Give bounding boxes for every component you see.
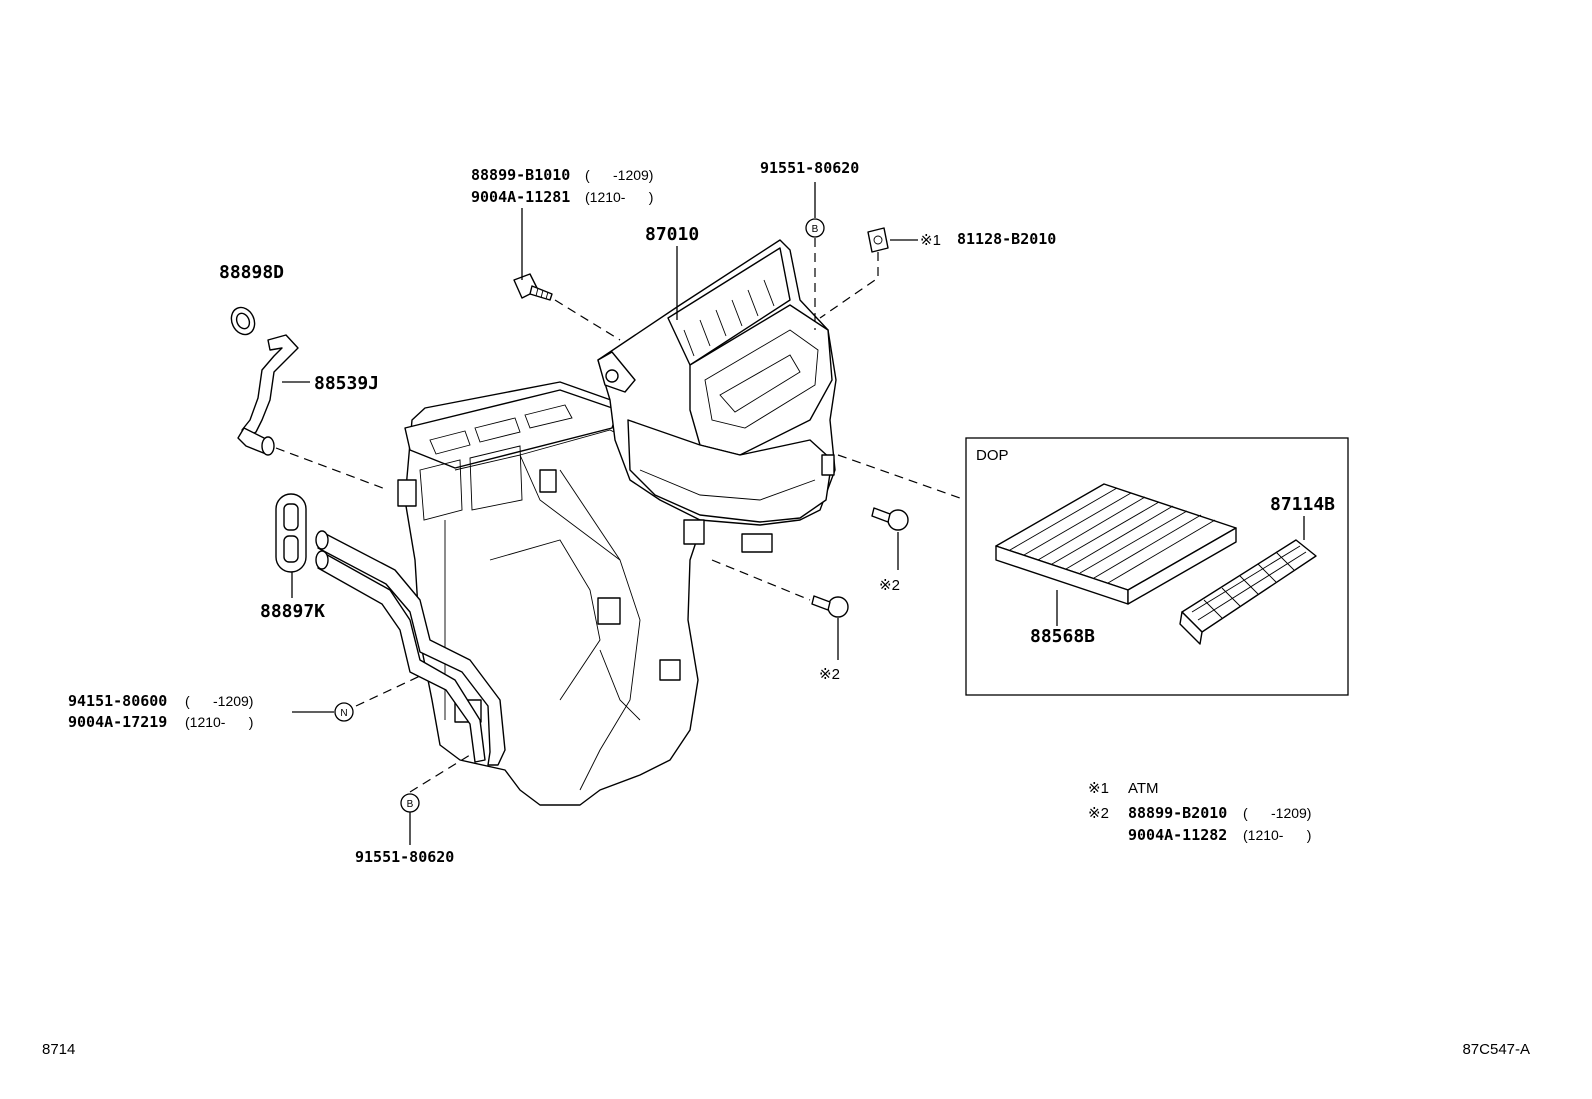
- drain-hose-88539j-drawing: [237, 334, 299, 456]
- circle-b-top-marker: B: [805, 218, 825, 238]
- circle-b-bottom-label: B: [407, 799, 414, 810]
- grommet-88897k-drawing: [275, 493, 307, 573]
- dop-box-frame: [965, 437, 1349, 696]
- dashed-leaders: [275, 238, 961, 793]
- label-88898d: 88898D: [219, 262, 284, 283]
- filter-88568b-drawing: [995, 483, 1237, 605]
- note2-part1: 88899-B2010: [1128, 804, 1227, 822]
- circle-b-top-label: B: [812, 224, 819, 235]
- note2-range1: ( -1209): [1243, 805, 1311, 821]
- label-81128-b2010: 81128-B2010: [957, 230, 1056, 248]
- label-88539j: 88539J: [314, 373, 379, 394]
- dop-box: DOP 88568B 87114B: [965, 437, 1349, 696]
- clip-81128-b2010-drawing: [867, 227, 889, 253]
- label-88899-b1010-range: ( -1209): [585, 167, 653, 183]
- note2-part2: 9004A-11282: [1128, 826, 1227, 844]
- part-labels: 88899-B1010 ( -1209) 9004A-11281 (1210- …: [68, 159, 1056, 866]
- circle-n-marker: N: [334, 702, 354, 722]
- label-88899-b1010: 88899-B1010: [471, 166, 570, 184]
- note1-text: ATM: [1128, 780, 1159, 797]
- leader-lines: [282, 182, 1305, 845]
- label-91551-80620-top: 91551-80620: [760, 159, 859, 177]
- label-81128-b2010-mark: ※1: [920, 232, 941, 249]
- footer-left-code: 8714: [42, 1041, 75, 1058]
- label-88897k: 88897K: [260, 601, 325, 622]
- label-94151-80600: 94151-80600: [68, 692, 167, 710]
- footer-right-code: 87C547-A: [1462, 1041, 1530, 1058]
- screw-mark2-upper-drawing: [871, 507, 909, 531]
- label-87114b: 87114B: [1270, 494, 1335, 515]
- label-87010: 87010: [645, 224, 699, 245]
- screw-88899-b1010-drawing: [513, 273, 553, 301]
- label-mark2-lower: ※2: [819, 666, 840, 683]
- label-9004a-11281: 9004A-11281: [471, 188, 570, 206]
- circle-n-label: N: [340, 708, 347, 719]
- grommet-88898d-drawing: [230, 306, 256, 336]
- label-mark2-upper: ※2: [879, 577, 900, 594]
- note1-mark: ※1: [1088, 780, 1109, 797]
- label-94151-80600-range: ( -1209): [185, 693, 253, 709]
- label-88568b: 88568B: [1030, 626, 1095, 647]
- label-91551-80620-bottom: 91551-80620: [355, 848, 454, 866]
- note2-range2: (1210- ): [1243, 827, 1311, 843]
- label-9004a-17219: 9004A-17219: [68, 713, 167, 731]
- circle-b-bottom-marker: B: [400, 793, 420, 813]
- dop-box-title: DOP: [976, 447, 1009, 464]
- notes-legend: ※1 ATM ※2 88899-B2010 ( -1209) 9004A-112…: [1088, 780, 1311, 844]
- note2-mark: ※2: [1088, 805, 1109, 822]
- label-9004a-17219-range: (1210- ): [185, 714, 253, 730]
- screw-mark2-lower-drawing: [811, 595, 849, 618]
- label-9004a-11281-range: (1210- ): [585, 189, 653, 205]
- cover-87114b-drawing: [1179, 539, 1317, 645]
- heater-unit-drawing: [315, 239, 837, 806]
